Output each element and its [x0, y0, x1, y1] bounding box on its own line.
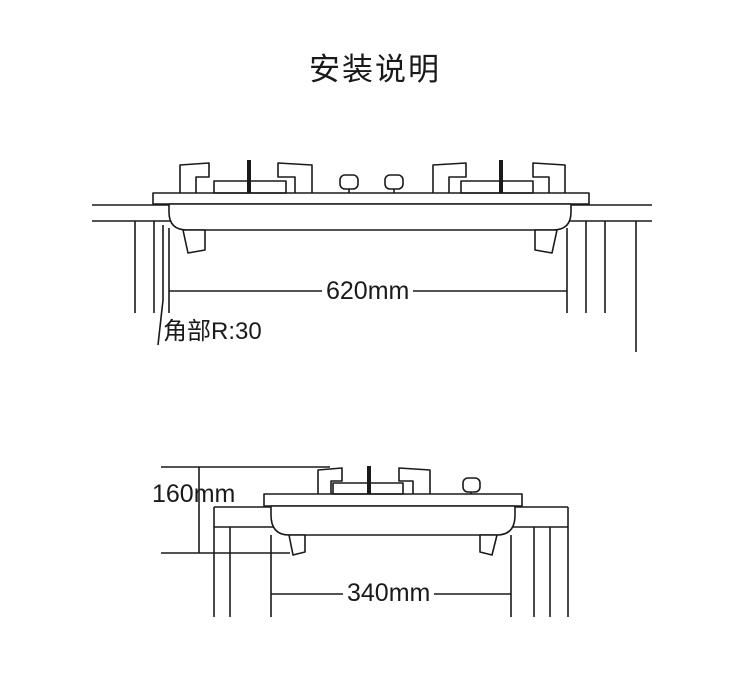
corner-radius-label: 角部R:30: [163, 318, 262, 345]
stove-foot-left: [182, 229, 206, 254]
pan-support-left-outer: [179, 162, 210, 193]
height-dimension-label: 160mm: [152, 480, 236, 508]
width-dimension-label: 620mm: [322, 277, 414, 305]
side-pan-support-left: [317, 467, 343, 494]
side-pan-support-right: [398, 467, 431, 494]
pan-support-right-outer: [532, 162, 566, 193]
side-stove-body: [270, 505, 516, 536]
burner-right-cap: [460, 180, 534, 194]
pan-support-left-inner: [277, 162, 313, 193]
side-stove-foot-right: [479, 534, 498, 556]
control-knob-right: [384, 174, 404, 190]
stove-foot-right: [534, 229, 558, 254]
control-knob-left: [339, 174, 359, 190]
depth-dimension-label: 340mm: [343, 579, 435, 607]
side-control-knob: [462, 477, 481, 493]
front-view: [92, 160, 652, 352]
side-stove-top-plate: [263, 493, 523, 507]
pan-support-right-inner: [432, 162, 467, 193]
corner-radius-leader: [157, 225, 164, 346]
stove-body: [168, 203, 572, 231]
stove-top-plate: [152, 192, 590, 205]
side-view: [161, 466, 569, 617]
side-stove-foot-left: [288, 534, 306, 556]
page-title: 安装说明: [309, 52, 441, 87]
